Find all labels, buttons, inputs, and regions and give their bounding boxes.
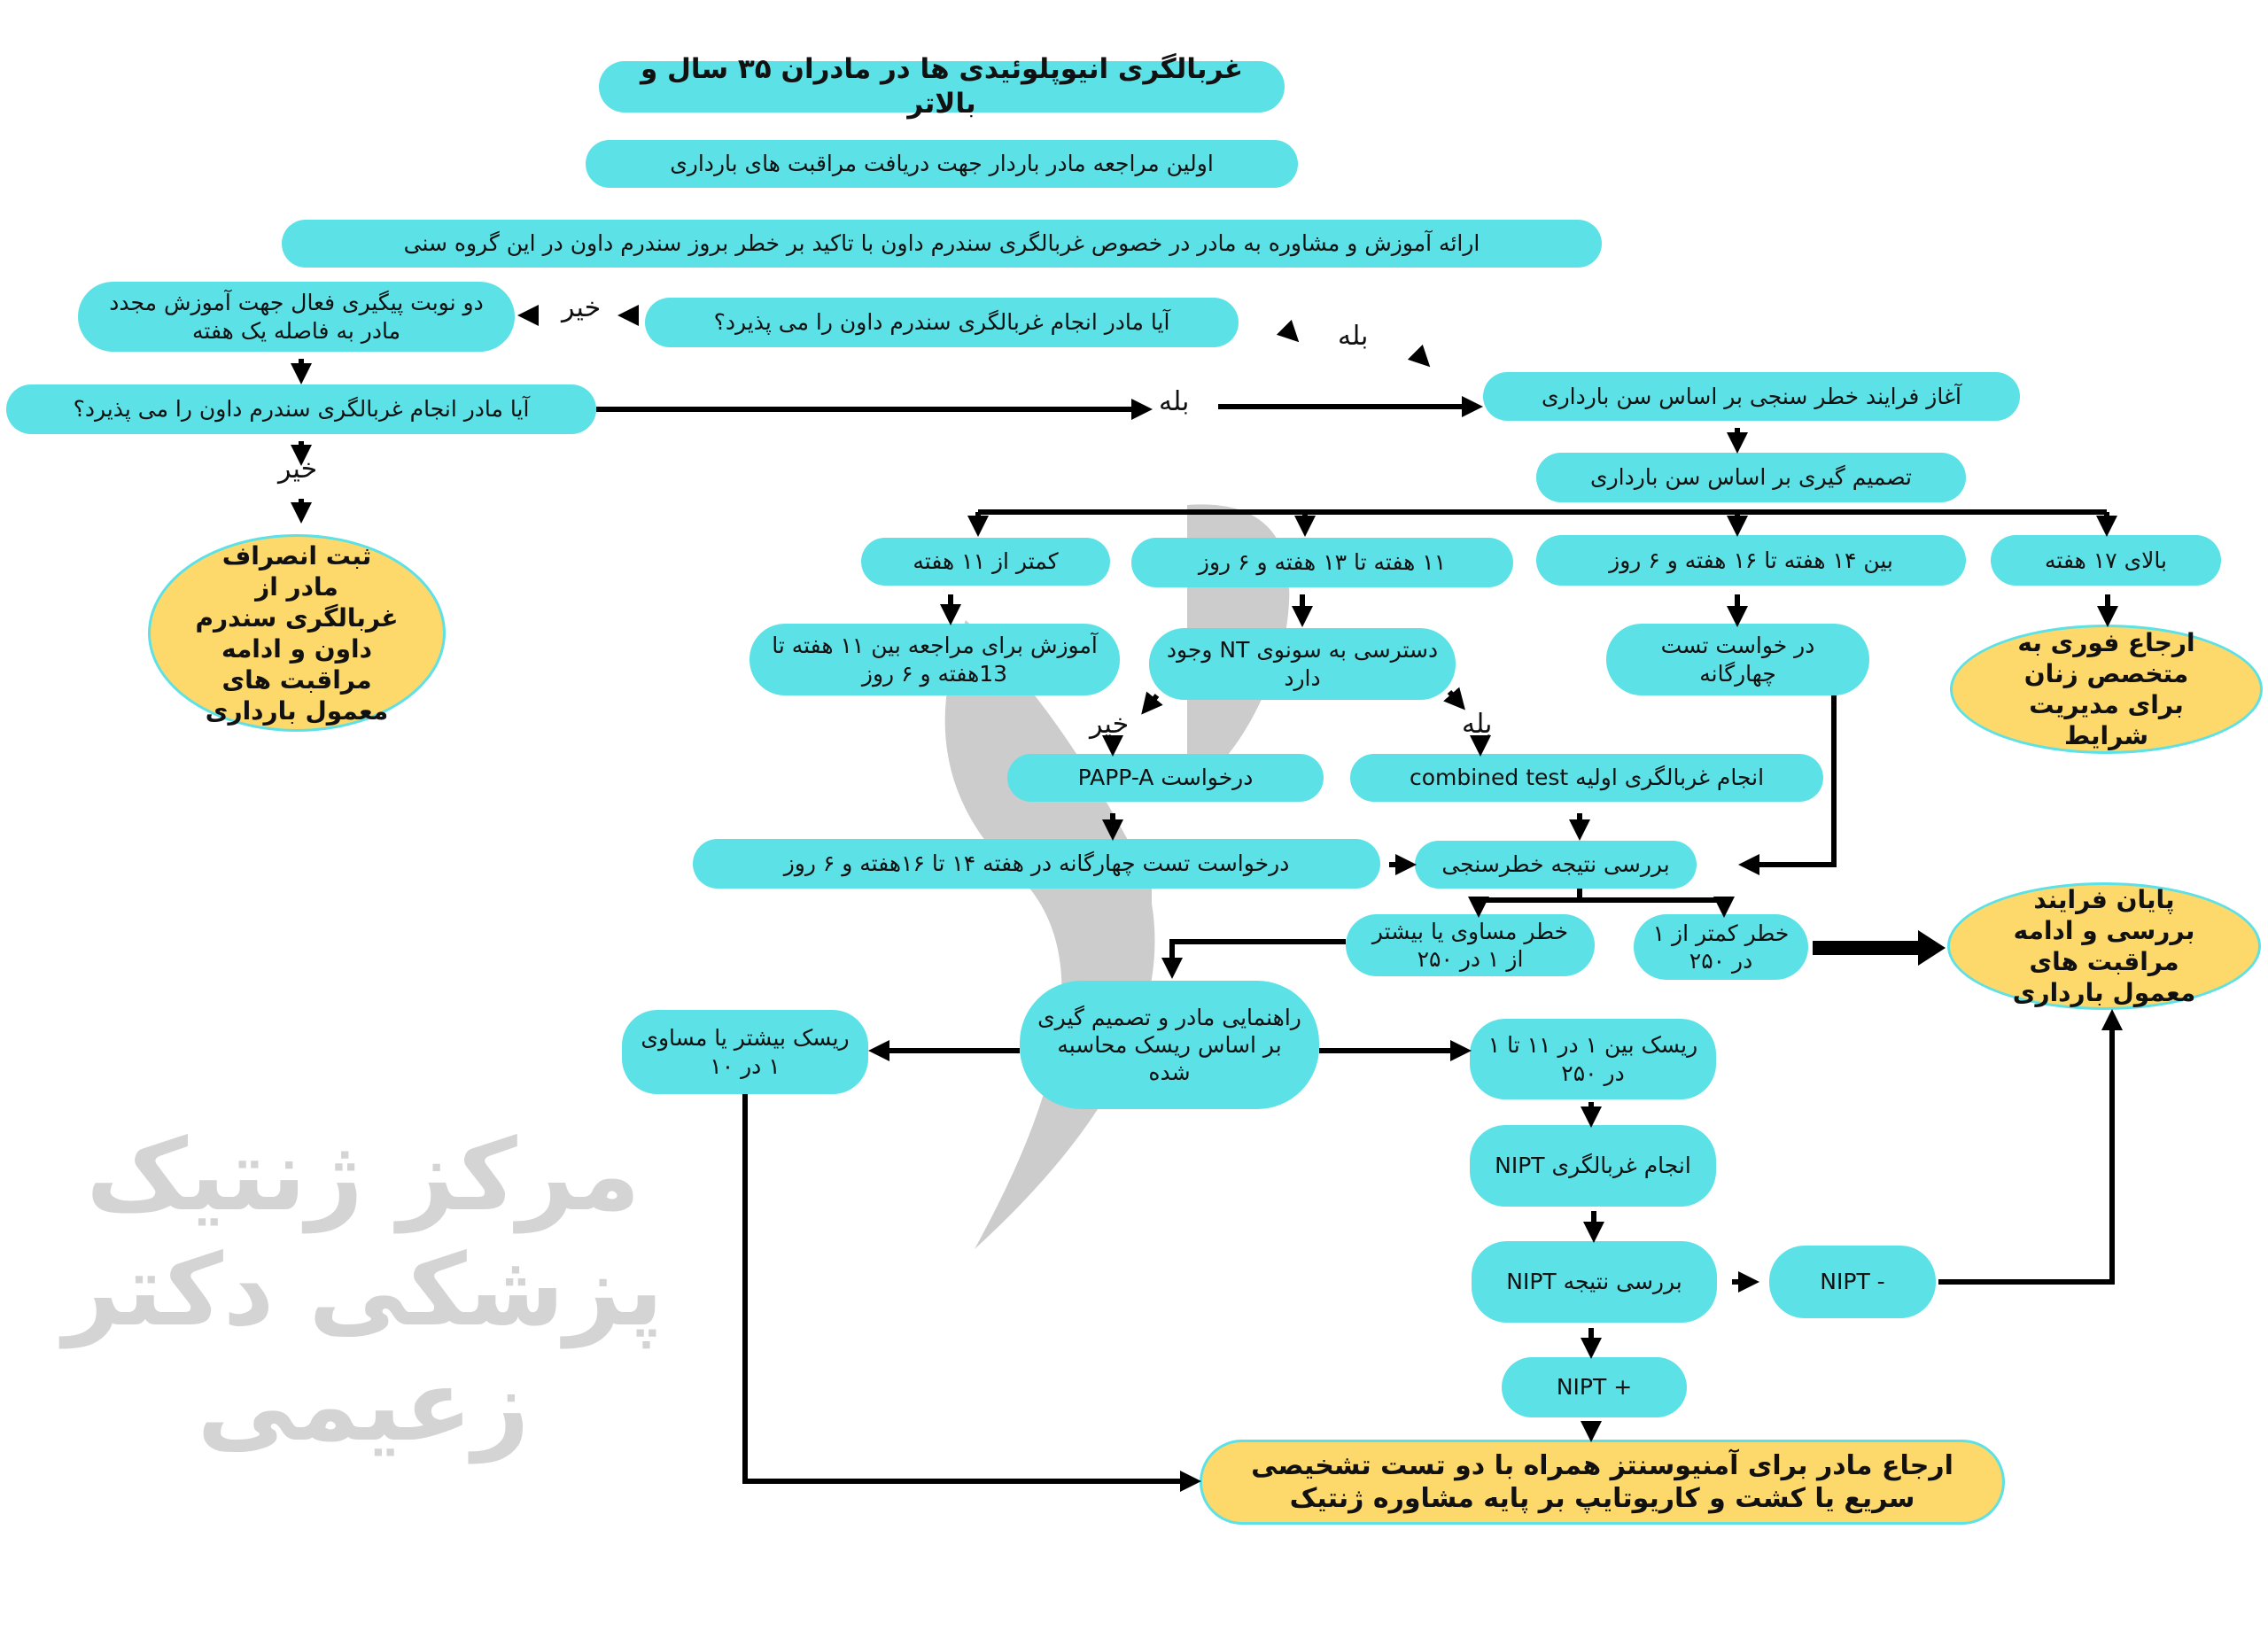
label-yes-3: بله (1462, 709, 1493, 740)
node-accept-q1: آیا مادر انجام غربالگری سندرم داون را می… (645, 298, 1239, 347)
node-quad-request: در خواست تست چهارگانه (1606, 624, 1869, 695)
node-low-risk: خطر کمتر از ۱ در ۲۵۰ (1634, 914, 1808, 980)
node-guidance: راهنمایی مادر و تصمیم گیری بر اساس ریسک … (1020, 981, 1319, 1109)
node-refusal: ثبت انصراف مادر از غربالگری سندرم داون و… (148, 534, 446, 732)
node-quad-14-16: درخواست تست چهارگانه در هفته ۱۴ تا ۱۶هفت… (693, 839, 1380, 889)
node-high-risk: خطر مساوی یا بیشتر از ۱ در ۲۵۰ (1346, 914, 1595, 976)
node-combined: انجام غربالگری اولیه combined test (1350, 754, 1823, 802)
node-pappa: درخواست PAPP-A (1007, 754, 1324, 802)
node-risk-mid: ریسک بین ۱ در ۱۱ تا ۱ در ۲۵۰ (1470, 1019, 1716, 1099)
node-edu: آموزش برای مراجعه بین ۱۱ هفته تا 13هفته … (750, 624, 1120, 695)
label-no-1: خیر (562, 292, 602, 323)
node-start-risk: آغاز فرایند خطر سنجی بر اساس سن بارداری (1483, 372, 2020, 421)
node-follow-up: دو نوبت پیگیری فعال جهت آموزش مجدد مادر … (78, 282, 515, 352)
node-amniocentesis: ارجاع مادر برای آمنیوسنتز همراه با دو تس… (1200, 1440, 2005, 1525)
node-nipt-review: بررسی نتیجه NIPT (1472, 1241, 1717, 1323)
node-nipt-do: انجام غربالگری NIPT (1470, 1125, 1716, 1207)
node-accept-q2: آیا مادر انجام غربالگری سندرم داون را می… (6, 384, 596, 434)
title: غربالگری انیوپلوئیدی ها در مادران ۳۵ سال… (599, 53, 1285, 120)
node-review: بررسی نتیجه خطرسنجی (1415, 841, 1697, 889)
label-no-2: خیر (278, 454, 318, 485)
node-decide: تصمیم گیری بر اساس سن بارداری (1536, 453, 1966, 502)
node-nipt-neg: NIPT - (1769, 1246, 1936, 1318)
label-no-3: خیر (1090, 709, 1130, 740)
node-urgent-referral: ارجاع فوری به متخصص زنان برای مدیریت شرا… (1950, 625, 2263, 754)
node-11-13: ۱۱ هفته تا ۱۳ هفته و ۶ روز (1131, 538, 1513, 587)
node-lt11: کمتر از ۱۱ هفته (861, 538, 1110, 586)
watermark-text: مرکز ژنتیک پزشکی دکتر زعیمی (63, 1118, 664, 1464)
node-nt: دسترسی به سونوی NT وجود دارد (1149, 628, 1456, 700)
label-yes-2: بله (1159, 386, 1190, 417)
node-first-visit: اولین مراجعه مادر باردار جهت دریافت مراق… (586, 140, 1298, 188)
node-nipt-pos: NIPT + (1502, 1357, 1687, 1417)
node-gt17: بالای ۱۷ هفته (1991, 535, 2221, 586)
node-counseling: ارائه آموزش و مشاوره به مادر در خصوص غرب… (282, 220, 1602, 268)
node-risk-10: ریسک بیشتر یا مساوی ۱ در ۱۰ (622, 1010, 868, 1094)
node-14-16: بین ۱۴ هفته تا ۱۶ هفته و ۶ روز (1536, 535, 1966, 586)
node-end: پایان فرایند بررسی و ادامه مراقبت های مع… (1947, 882, 2261, 1010)
label-yes-1: بله (1338, 321, 1369, 352)
